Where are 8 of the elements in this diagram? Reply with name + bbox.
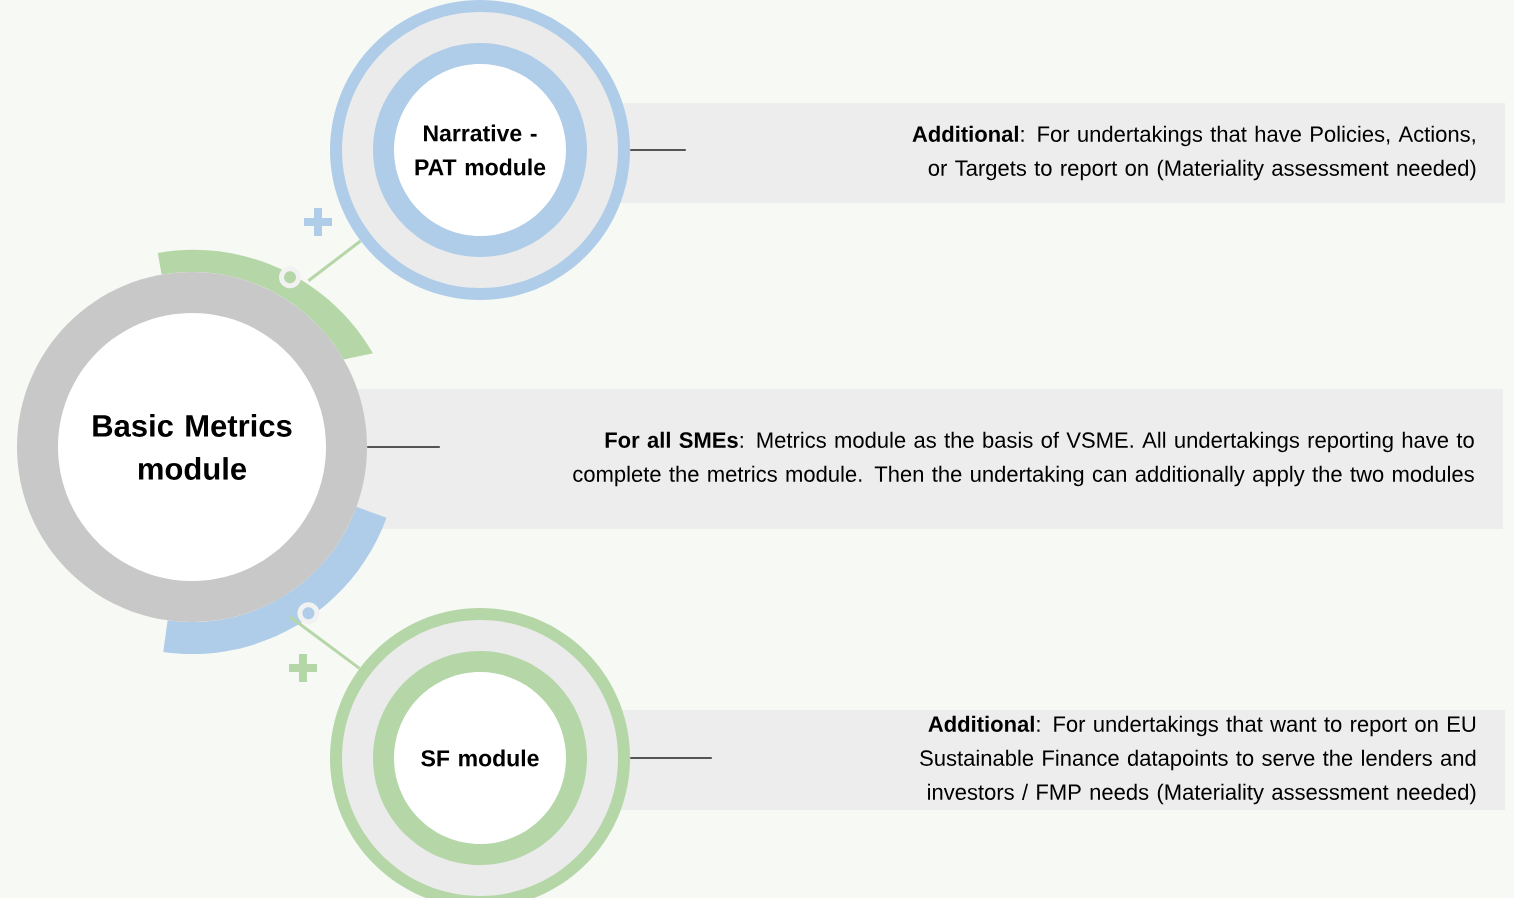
- text-band: For all SMEs: Metrics module as the basis of VSME. All undertakings reporting have to complete the metrics module. Then the undertaking can additionally apply the two modules: [355, 389, 1504, 529]
- connector-line: [366, 446, 441, 448]
- connector-line: [629, 149, 687, 151]
- connector-line: [289, 615, 361, 670]
- connector-line: [629, 757, 713, 759]
- text-band: Additional: For undertakings that have Policies, Actions, or Targets to report on (Materiality assessment needed): [620, 103, 1506, 203]
- text-band: Additional: For undertakings that want to report on EU Sustainable Finance datapoints to serve the lenders and investors / FMP needs (Materiality assessment needed): [620, 710, 1506, 810]
- connector-line: [307, 239, 362, 282]
